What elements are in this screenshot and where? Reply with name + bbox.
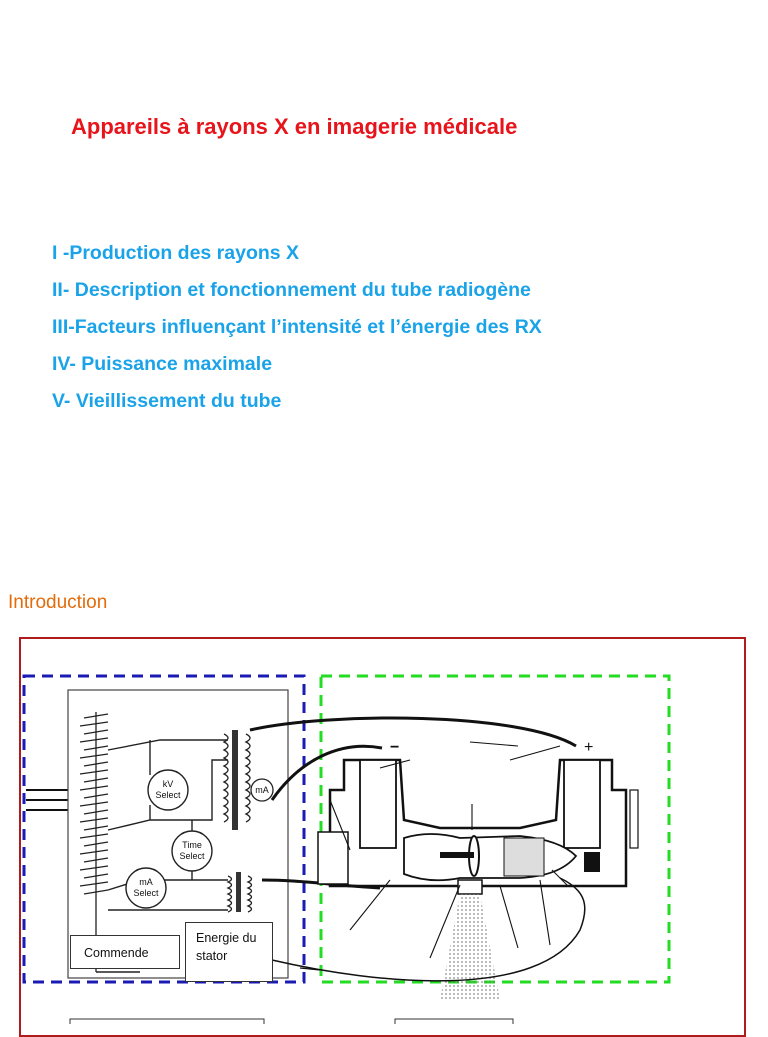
control-unit-outline [22,674,306,984]
tube-insert [359,759,601,882]
ma-meter-label: mA [255,785,269,795]
stator-energy-label-box: Energie du stator [185,922,273,982]
ma-select-label: Select [133,888,159,898]
ma-meter [250,778,274,802]
toc-item: IV- Puissance maximale [52,353,273,375]
kv-selector [147,769,189,811]
anode-stem [440,852,474,858]
tube-window [457,879,483,895]
section-heading-introduction: Introduction [8,592,108,613]
expansion-bellows [629,789,639,849]
xray-beam [440,894,500,1000]
pointer-arrows [329,741,569,959]
kv-select-label: Select [155,790,181,800]
commande-label: Commende [84,946,149,960]
stator-energy-label-line1: Energie du [196,931,257,945]
stator-supply-wire [271,877,586,982]
mains-input [26,789,68,811]
hv-transformer [222,730,251,830]
bearing [584,852,600,872]
toc-item: III-Facteurs influençant l’intensité et … [52,316,542,338]
stator-energy-label-line2: stator [196,949,228,963]
cathode-polarity: − [390,739,399,756]
kv-label: kV [163,779,174,789]
anode-polarity: + [584,739,593,756]
autotransformer [79,712,109,972]
filament-transformer [226,872,253,913]
toc-item: V- Vieillissement du tube [52,390,282,412]
stator-windings [503,837,545,877]
ma-label: mA [139,877,153,887]
toc-item: II- Description et fonctionnement du tub… [52,279,531,301]
stator [317,831,349,885]
toc-item: I -Production des rayons X [52,242,300,264]
time-label: Time [182,840,202,850]
time-selector [171,830,213,872]
table-of-contents: I -Production des rayons X II- Descripti… [52,238,542,423]
lower-label-box [69,1018,265,1024]
commande-label-box: Commende [70,935,180,969]
lower-label-box [394,1018,514,1024]
ma-selector [125,867,167,909]
time-select-label: Select [179,851,205,861]
page-title: Appareils à rayons X en imagerie médical… [71,114,518,139]
